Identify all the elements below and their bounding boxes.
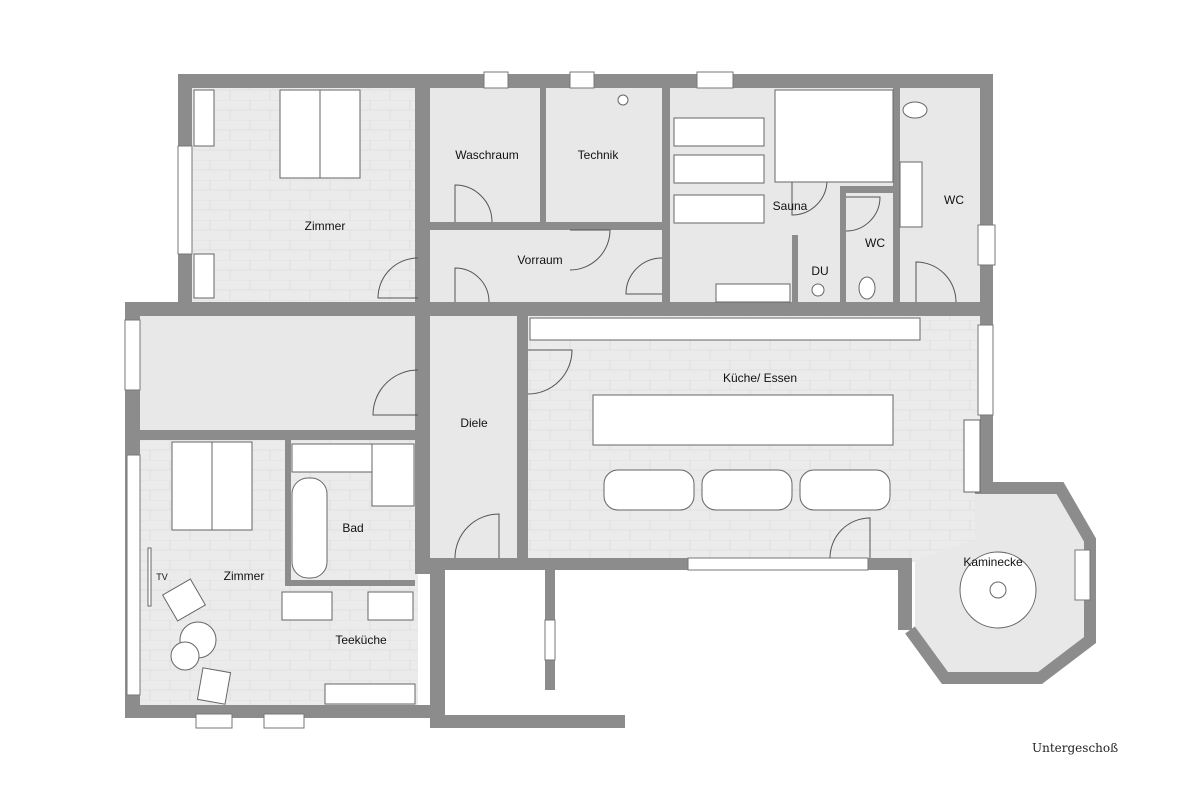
shower-icon [811, 283, 825, 297]
door [791, 179, 828, 216]
shower-icon [371, 443, 415, 507]
window [263, 713, 305, 729]
toilet-icon [902, 101, 928, 119]
sink-icon [899, 161, 923, 228]
window [1074, 549, 1091, 601]
furniture [147, 89, 1037, 705]
kitchen-counter-icon [529, 317, 921, 341]
window [126, 454, 141, 696]
wardrobe-icon [193, 89, 215, 147]
door [569, 229, 611, 271]
label-bad: Bad [342, 521, 363, 535]
lounger-icon [673, 154, 765, 184]
window [569, 71, 595, 89]
door [915, 261, 957, 303]
doors [372, 179, 957, 559]
windows [124, 71, 1091, 729]
table-icon [170, 641, 200, 671]
kitchen-island-icon [592, 394, 894, 446]
table-icon [799, 469, 891, 511]
floor-caption: Untergeschoß [1032, 741, 1118, 755]
label-wc-sauna: WC [865, 236, 885, 250]
cabinet-icon [281, 591, 333, 621]
door [377, 257, 419, 299]
floor-diele [428, 314, 518, 562]
door [454, 267, 490, 303]
window [977, 224, 996, 266]
door [625, 257, 663, 295]
label-teekueche: Teeküche [335, 633, 387, 647]
label-waschraum: Waschraum [455, 148, 519, 162]
floor-hall [138, 314, 420, 434]
sink-counter-icon [715, 283, 791, 303]
window [483, 71, 509, 89]
room-labels: Zimmer Waschraum Technik Sauna WC WC DU … [156, 148, 1023, 647]
label-technik: Technik [578, 148, 620, 162]
label-tv: TV [156, 572, 168, 582]
window [177, 145, 193, 255]
window [124, 319, 141, 391]
cabinet-icon [367, 591, 414, 621]
door [454, 513, 500, 559]
label-kueche-essen: Küche/ Essen [723, 371, 797, 385]
window [977, 324, 994, 416]
bathtub-icon [291, 477, 328, 579]
label-wc-right: WC [944, 193, 964, 207]
door [829, 517, 871, 559]
label-sauna: Sauna [773, 199, 808, 213]
door [454, 184, 493, 223]
door [527, 349, 573, 395]
label-diele: Diele [460, 416, 488, 430]
window [195, 713, 233, 729]
label-zimmer-bottom: Zimmer [224, 569, 265, 583]
lounger-icon [673, 117, 765, 147]
door [372, 369, 419, 416]
chimney-icon [617, 94, 629, 106]
label-kaminecke: Kaminecke [963, 555, 1023, 569]
table-icon [701, 469, 793, 511]
window [544, 619, 556, 661]
kitchenette-icon [324, 683, 416, 705]
tv-icon [147, 547, 152, 607]
sauna-bench-icon [774, 89, 894, 183]
lounger-icon [673, 194, 765, 224]
shelf-icon [963, 419, 981, 493]
window [696, 71, 734, 89]
toilet-icon [858, 276, 876, 300]
wardrobe-icon [193, 253, 215, 299]
label-zimmer-top: Zimmer [305, 219, 346, 233]
window [687, 557, 869, 571]
armchair-icon [161, 578, 207, 622]
label-vorraum: Vorraum [517, 253, 562, 267]
door [845, 196, 881, 232]
label-du: DU [811, 264, 828, 278]
armchair-icon [196, 667, 232, 705]
table-icon [603, 469, 695, 511]
